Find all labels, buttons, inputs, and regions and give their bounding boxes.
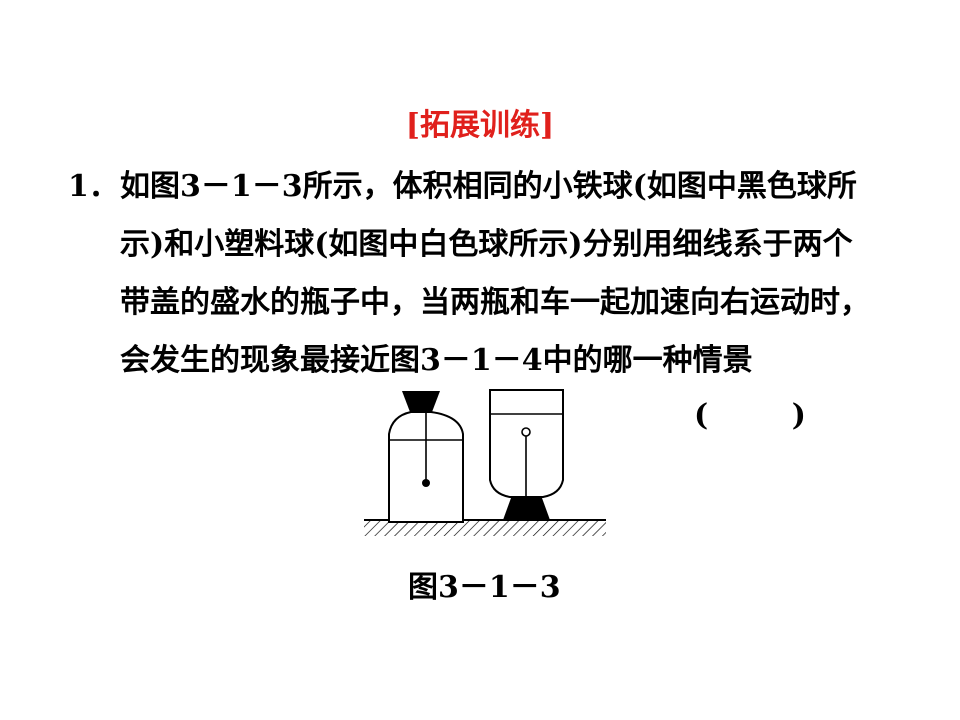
plastic-ball [521, 427, 531, 437]
bottle-right [489, 389, 564, 520]
figure-caption: 图3－1－3 [408, 570, 561, 605]
question-text-line-4: 会发生的现象最接近图3－1－4中的哪一种情景 [120, 343, 753, 378]
iron-ball [422, 479, 430, 487]
question-text-line-1: 如图3－1－3所示，体积相同的小铁球(如图中黑色球所 [120, 169, 857, 204]
bottle-left [388, 391, 464, 523]
question-number: 1． [68, 169, 119, 204]
question-text-line-3: 带盖的盛水的瓶子中，当两瓶和车一起加速向右运动时， [120, 285, 870, 320]
bottle-left-cap [402, 391, 440, 412]
answer-bracket: ( ) [694, 398, 806, 433]
bottle-right-cap [503, 498, 550, 520]
question-text-line-2: 示)和小塑料球(如图中白色球所示)分别用细线系于两个 [120, 227, 853, 262]
section-title: [拓展训练] [405, 108, 555, 143]
figure-bottles-diagram [364, 389, 606, 536]
